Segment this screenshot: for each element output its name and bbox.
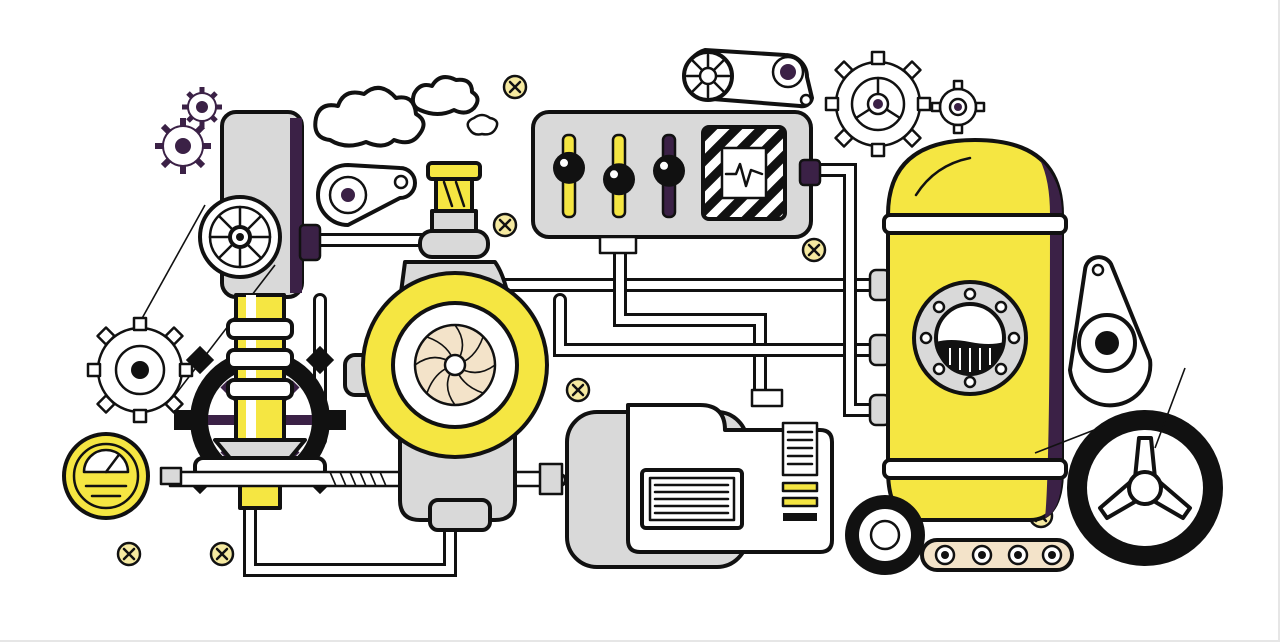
- control-panel: [531, 110, 822, 255]
- steam-clouds: [313, 75, 499, 148]
- yellow-tank: [868, 138, 1068, 522]
- large-gear-icon: [86, 316, 194, 424]
- conveyor-belt: [920, 538, 1074, 572]
- top-belt-drive-icon: [682, 48, 814, 109]
- pressure-gauge-icon: [62, 432, 183, 520]
- gear-pair-icon: [824, 50, 986, 158]
- gear-small-icon: [155, 87, 222, 174]
- chimney-cap: [418, 161, 490, 259]
- side-pulley-icon: [1068, 255, 1153, 408]
- small-black-wheel-icon: [845, 495, 925, 575]
- belt-drive-icon: [316, 163, 417, 227]
- hazard-monitor: [701, 125, 787, 221]
- pipe-network: [243, 163, 887, 577]
- slider-3: [653, 133, 685, 219]
- slider-2: [603, 133, 635, 219]
- generator-unit: [565, 388, 834, 569]
- slider-1: [553, 133, 585, 219]
- spoked-wheel-icon: [1034, 367, 1223, 566]
- turbine-housing: [343, 260, 549, 532]
